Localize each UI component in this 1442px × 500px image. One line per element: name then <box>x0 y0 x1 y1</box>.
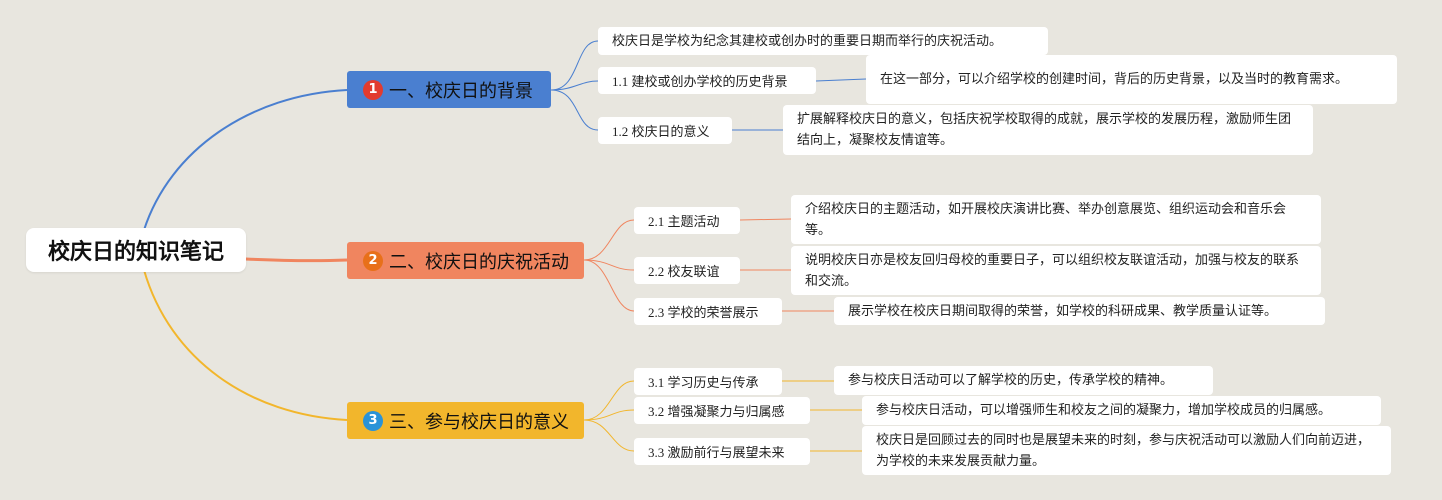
note-text: 介绍校庆日的主题活动，如开展校庆演讲比赛、举办创意展览、组织运动会和音乐会等。 <box>805 201 1287 238</box>
topic-1-2[interactable]: 1.2 校庆日的意义 <box>598 117 732 144</box>
note-1-1[interactable]: 在这一部分，可以介绍学校的创建时间，背后的历史背景，以及当时的教育需求。 <box>866 55 1397 104</box>
note-3-2[interactable]: 参与校庆日活动，可以增强师生和校友之间的凝聚力，增加学校成员的归属感。 <box>862 396 1381 425</box>
note-text: 校庆日是学校为纪念其建校或创办时的重要日期而举行的庆祝活动。 <box>612 33 1003 49</box>
note-text: 校庆日是回顾过去的同时也是展望未来的时刻，参与庆祝活动可以激励人们向前迈进，为学… <box>876 432 1371 469</box>
note-2-1[interactable]: 介绍校庆日的主题活动，如开展校庆演讲比赛、举办创意展览、组织运动会和音乐会等。 <box>791 195 1321 244</box>
branch-label: 三、参与校庆日的意义 <box>389 411 569 433</box>
note-text: 参与校庆日活动可以了解学校的历史，传承学校的精神。 <box>848 373 1174 388</box>
topic-1-1[interactable]: 1.1 建校或创办学校的历史背景 <box>598 67 816 94</box>
branch-significance[interactable]: 3 三、参与校庆日的意义 <box>347 402 584 439</box>
branch-label: 一、校庆日的背景 <box>389 80 533 102</box>
topic-3-3[interactable]: 3.3 激励前行与展望未来 <box>634 438 810 465</box>
note-text: 扩展解释校庆日的意义，包括庆祝学校取得的成就，展示学校的发展历程，激励师生团结向… <box>797 112 1292 148</box>
branch-background[interactable]: 1 一、校庆日的背景 <box>347 71 551 108</box>
number-1-icon: 1 <box>363 79 383 100</box>
note-3-3[interactable]: 校庆日是回顾过去的同时也是展望未来的时刻，参与庆祝活动可以激励人们向前迈进，为学… <box>862 426 1391 475</box>
topic-3-1[interactable]: 3.1 学习历史与传承 <box>634 368 782 395</box>
branch-celebration[interactable]: 2 二、校庆日的庆祝活动 <box>347 242 584 279</box>
topic-3-2[interactable]: 3.2 增强凝聚力与归属感 <box>634 397 810 424</box>
topic-2-1[interactable]: 2.1 主题活动 <box>634 207 740 234</box>
branch-label: 二、校庆日的庆祝活动 <box>389 251 569 273</box>
note-1-2[interactable]: 扩展解释校庆日的意义，包括庆祝学校取得的成就，展示学校的发展历程，激励师生团结向… <box>783 105 1313 155</box>
note-text: 展示学校在校庆日期间取得的荣誉，如学校的科研成果、教学质量认证等。 <box>848 303 1278 319</box>
root-topic[interactable]: 校庆日的知识笔记 <box>26 228 246 272</box>
topic-2-2[interactable]: 2.2 校友联谊 <box>634 257 740 284</box>
topic-2-3[interactable]: 2.3 学校的荣誉展示 <box>634 298 782 325</box>
note-2-2[interactable]: 说明校庆日亦是校友回归母校的重要日子，可以组织校友联谊活动，加强与校友的联系和交… <box>791 246 1321 295</box>
note-text: 说明校庆日亦是校友回归母校的重要日子，可以组织校友联谊活动，加强与校友的联系和交… <box>805 252 1300 289</box>
note-3-1[interactable]: 参与校庆日活动可以了解学校的历史，传承学校的精神。 <box>834 366 1213 395</box>
note-text: 参与校庆日活动，可以增强师生和校友之间的凝聚力，增加学校成员的归属感。 <box>876 403 1332 418</box>
number-2-icon: 2 <box>363 250 383 271</box>
note-text: 在这一部分，可以介绍学校的创建时间，背后的历史背景，以及当时的教育需求。 <box>880 72 1349 87</box>
number-3-icon: 3 <box>363 410 383 431</box>
note-2-3[interactable]: 展示学校在校庆日期间取得的荣誉，如学校的科研成果、教学质量认证等。 <box>834 297 1325 325</box>
branch-intro-note[interactable]: 校庆日是学校为纪念其建校或创办时的重要日期而举行的庆祝活动。 <box>598 27 1048 55</box>
